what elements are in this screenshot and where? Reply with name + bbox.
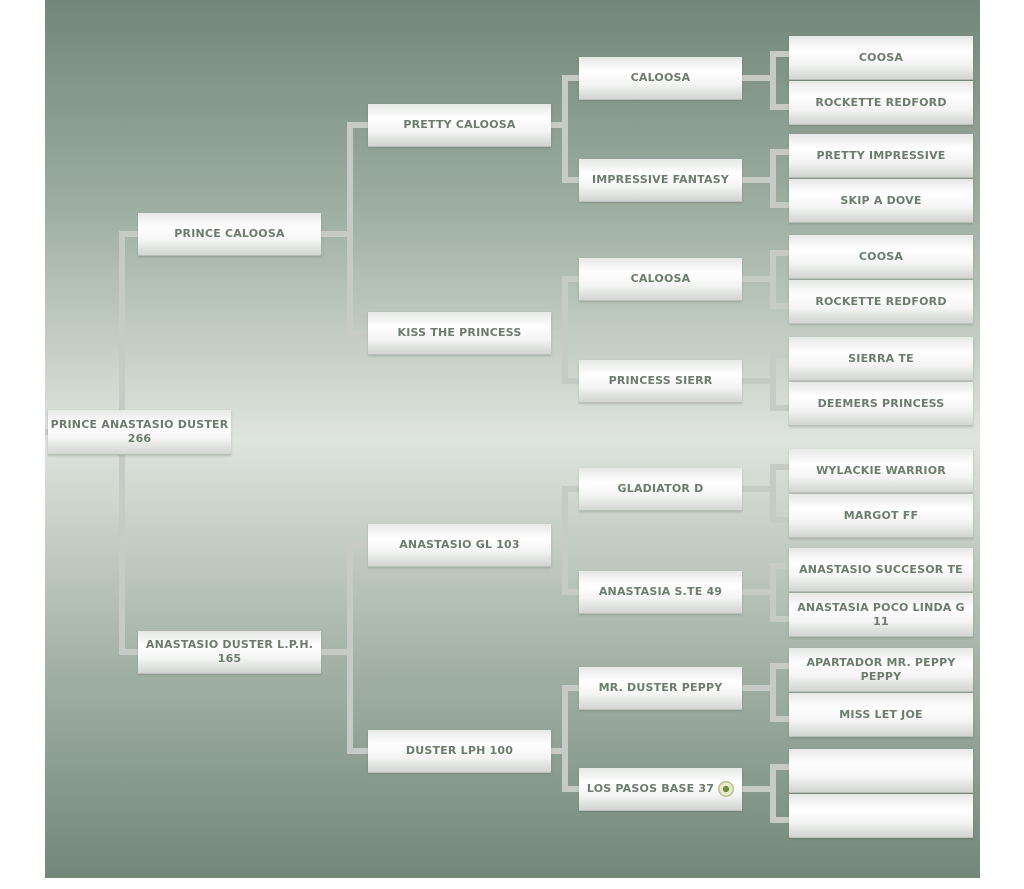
gen2-horse[interactable]: KISS THE PRINCESS <box>368 312 551 355</box>
horse-name: PRINCESS SIERR <box>608 374 713 387</box>
gen4-horse[interactable]: SKIP A DOVE <box>789 179 973 223</box>
gen4-horse[interactable]: PRETTY IMPRESSIVE <box>789 134 973 178</box>
gen4-horse[interactable]: SIERRA TE <box>789 337 973 381</box>
horse-name: ANASTASIO DUSTER L.P.H. 165 <box>145 638 314 665</box>
horse-name: ANASTASIO SUCCESOR TE <box>799 562 963 576</box>
horse-name: CALOOSA <box>630 272 691 285</box>
horse-name: MISS LET JOE <box>839 707 923 721</box>
horse-name: LOS PASOS BASE 37 <box>586 782 715 795</box>
horse-name: PRINCE CALOOSA <box>174 227 285 240</box>
gen1-horse[interactable]: PRINCE CALOOSA <box>138 213 321 256</box>
gen4-horse[interactable]: MISS LET JOE <box>789 693 973 737</box>
subject-number: 266 <box>127 432 152 445</box>
subject-horse[interactable]: PRINCE ANASTASIO DUSTER 266 <box>48 410 231 455</box>
gen4-horse[interactable]: ANASTASIO SUCCESOR TE <box>789 548 973 592</box>
gen3-horse[interactable]: CALOOSA <box>579 258 742 301</box>
gen4-horse[interactable]: DEEMERS PRINCESS <box>789 382 973 426</box>
flower-badge-icon[interactable] <box>718 781 734 797</box>
horse-name: COOSA <box>858 50 904 64</box>
gen4-horse[interactable]: COOSA <box>789 235 973 279</box>
horse-name: IMPRESSIVE FANTASY <box>591 173 729 186</box>
horse-name: ROCKETTE REDFORD <box>815 95 947 109</box>
horse-name: APARTADOR MR. PEPPY PEPPY <box>806 655 956 683</box>
horse-name: ROCKETTE REDFORD <box>815 294 947 308</box>
subject-name: PRINCE ANASTASIO DUSTER <box>50 418 229 431</box>
gen3-horse[interactable]: MR. DUSTER PEPPY <box>579 667 742 710</box>
horse-name: PRETTY CALOOSA <box>403 118 516 131</box>
gen3-horse[interactable]: IMPRESSIVE FANTASY <box>579 159 742 202</box>
gen4-horse[interactable]: ROCKETTE REDFORD <box>789 280 973 324</box>
gen2-horse[interactable]: ANASTASIO GL 103 <box>368 524 551 567</box>
gen4-horse[interactable] <box>789 794 973 838</box>
horse-name: DEEMERS PRINCESS <box>817 396 945 410</box>
horse-name: COOSA <box>858 249 904 263</box>
horse-name: CALOOSA <box>630 71 691 84</box>
horse-name: ANASTASIA POCO LINDA G 11 <box>797 600 965 628</box>
horse-name: ANASTASIO GL 103 <box>399 538 520 551</box>
gen3-horse[interactable]: LOS PASOS BASE 37 <box>579 768 742 811</box>
gen3-horse[interactable]: PRINCESS SIERR <box>579 360 742 403</box>
horse-name: SIERRA TE <box>848 351 914 365</box>
gen4-horse[interactable]: ROCKETTE REDFORD <box>789 81 973 125</box>
gen4-horse[interactable]: APARTADOR MR. PEPPY PEPPY <box>789 648 973 692</box>
horse-name: ANASTASIA S.TE 49 <box>598 585 723 598</box>
gen4-horse[interactable]: MARGOT FF <box>789 494 973 538</box>
gen4-horse[interactable]: COOSA <box>789 36 973 80</box>
gen3-horse[interactable]: GLADIATOR D <box>579 468 742 511</box>
gen4-horse[interactable] <box>789 749 973 793</box>
gen4-horse[interactable]: ANASTASIA POCO LINDA G 11 <box>789 593 973 637</box>
horse-name: PRETTY IMPRESSIVE <box>816 148 946 162</box>
gen3-horse[interactable]: CALOOSA <box>579 57 742 100</box>
gen2-horse[interactable]: PRETTY CALOOSA <box>368 104 551 147</box>
horse-name: MR. DUSTER PEPPY <box>598 681 723 694</box>
gen1-horse[interactable]: ANASTASIO DUSTER L.P.H. 165 <box>138 631 321 674</box>
horse-name: WYLACKIE WARRIOR <box>816 463 946 477</box>
horse-name: GLADIATOR D <box>617 482 704 495</box>
horse-name: DUSTER LPH 100 <box>405 744 514 757</box>
gen2-horse[interactable]: DUSTER LPH 100 <box>368 730 551 773</box>
horse-name: MARGOT FF <box>843 508 919 522</box>
horse-name: KISS THE PRINCESS <box>397 326 522 339</box>
gen4-horse[interactable]: WYLACKIE WARRIOR <box>789 449 973 493</box>
horse-name: SKIP A DOVE <box>840 193 922 207</box>
gen3-horse[interactable]: ANASTASIA S.TE 49 <box>579 571 742 614</box>
